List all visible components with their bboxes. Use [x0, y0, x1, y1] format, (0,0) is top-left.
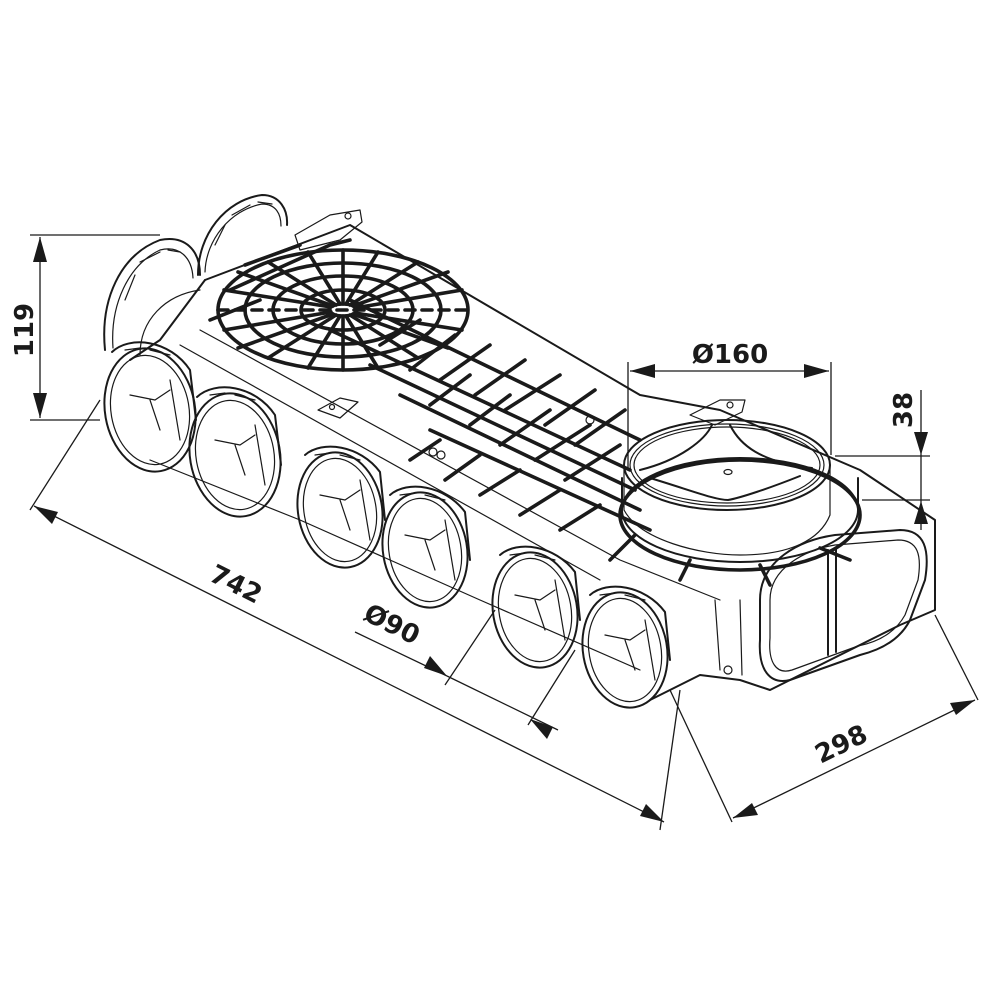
- dimension-height: 119: [10, 234, 160, 421]
- front-port-4: [381, 485, 471, 609]
- rear-port-2: [197, 194, 289, 276]
- plenum-body: [129, 209, 936, 701]
- dimension-top-outlet-diameter-label: Ø160: [692, 340, 768, 370]
- front-port-1: [103, 341, 197, 473]
- rear-port-1: [103, 238, 201, 356]
- end-outlet: [714, 529, 928, 682]
- front-port-2: [188, 386, 282, 518]
- front-port-3: [296, 445, 386, 569]
- front-port-5: [491, 545, 581, 669]
- dimension-top-outlet-diameter: Ø160: [627, 340, 832, 470]
- dimension-outlet-height-label: 38: [889, 392, 919, 428]
- top-outlet: [608, 419, 862, 587]
- dimension-length-label: 742: [205, 559, 267, 610]
- dimension-outlet-height: 38: [835, 390, 930, 530]
- dimension-width: 298: [669, 614, 979, 823]
- top-grid-disc: [216, 248, 470, 372]
- dimension-port-diameter-label: Ø90: [359, 598, 425, 651]
- dimension-height-label: 119: [10, 303, 40, 357]
- dimension-width-label: 298: [811, 719, 873, 770]
- front-port-6: [581, 585, 671, 709]
